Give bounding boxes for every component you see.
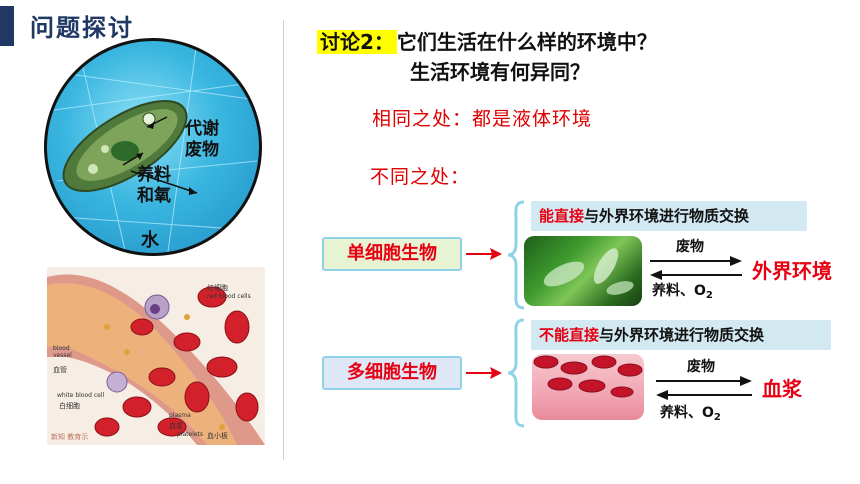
label-nutrients-oxygen: 养料 和氧 (137, 165, 171, 206)
question-1-text: 它们生活在什么样的环境中？ (396, 30, 657, 54)
unicellular-exchange-arrows-icon (650, 256, 742, 280)
discussion-question-2: 生活环境有何异同？ (410, 60, 590, 84)
watermark: 新知 教育示 (51, 433, 89, 441)
label-red-cell-cn: 红细胞 (207, 284, 228, 292)
unicellular-exchange-label: 能直接与外界环境进行物质交换 (531, 201, 807, 231)
label-plasma-en: plasma (169, 412, 191, 419)
blood-vessel-image: 红细胞 red blood cells blood vessel 血管 whit… (47, 267, 265, 445)
paramecium-image: 代谢 废物 养料 和氧 水 (44, 38, 262, 256)
label-water: 水 (141, 230, 159, 251)
label-vessel-cn: 血管 (53, 366, 67, 374)
unicellular-arrow-icon (466, 248, 502, 260)
discussion-label: 讨论2： (317, 30, 397, 54)
vertical-divider (283, 20, 284, 460)
label-plasma-cn: 血浆 (169, 422, 183, 430)
label-red-cell-en: red blood cells (207, 293, 251, 300)
multicellular-box: 多细胞生物 (322, 356, 462, 390)
label-platelet-cn: 血小板 (207, 432, 228, 440)
multicellular-exchange-arrows-icon (656, 376, 752, 400)
label-vessel-en: blood vessel (53, 345, 72, 359)
blood-illustration (47, 274, 265, 445)
multicellular-exchange-label: 不能直接与外界环境进行物质交换 (531, 320, 831, 350)
difference-label: 不同之处： (370, 166, 471, 188)
unicellular-brace-icon (507, 200, 525, 310)
unicellular-photo (524, 236, 642, 306)
unicellular-waste-label: 废物 (676, 239, 704, 255)
page-title: 问题探讨 (30, 14, 134, 42)
discussion-question-1: 讨论2：它们生活在什么样的环境中？ (317, 26, 657, 55)
multicellular-photo (532, 354, 644, 420)
multicellular-nutrients-label: 养料、O2 (660, 405, 721, 423)
unicellular-nutrients-label: 养料、O2 (652, 283, 713, 301)
label-white-cell-en: white blood cell (57, 392, 105, 399)
label-platelet-en: platelets (177, 431, 204, 438)
paramecium-illustration (47, 41, 259, 253)
header-accent-bar (0, 6, 14, 46)
multicellular-brace-icon (507, 318, 525, 428)
multicellular-waste-label: 废物 (687, 359, 715, 375)
unicellular-target-label: 外界环境 (752, 259, 832, 283)
label-metabolic-waste: 代谢 废物 (185, 119, 219, 160)
multicellular-arrow-icon (466, 367, 502, 379)
multicellular-target-label: 血浆 (762, 377, 802, 401)
similarity-text: 相同之处：都是液体环境 (372, 108, 593, 130)
label-white-cell-cn: 白细胞 (59, 402, 80, 410)
unicellular-box: 单细胞生物 (322, 237, 462, 271)
